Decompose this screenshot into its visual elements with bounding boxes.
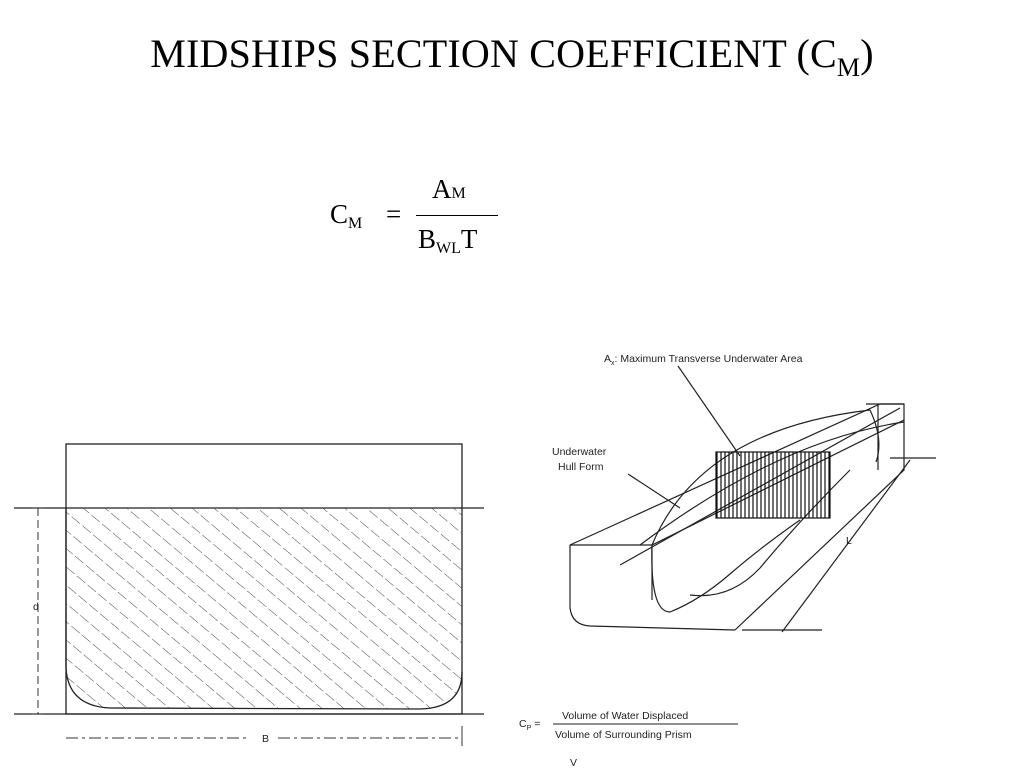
formula-numerator: AM bbox=[432, 174, 466, 205]
formula-equals: = bbox=[386, 199, 402, 229]
breadth-label: B bbox=[262, 733, 269, 745]
depth-label: d bbox=[33, 601, 39, 613]
cp-denominator: Volume of Surrounding Prism bbox=[555, 729, 692, 741]
cp-equals: = bbox=[534, 718, 540, 730]
hull-bilge-curve bbox=[651, 519, 801, 613]
formula-lhs-subscript: M bbox=[348, 215, 363, 232]
submerged-area-hatching bbox=[66, 508, 462, 709]
area-label: Ax: Maximum Transverse Underwater Area bbox=[604, 353, 803, 367]
area-label-symbol: A bbox=[604, 353, 611, 365]
formula-denominator-b: B bbox=[418, 224, 437, 254]
hull-label-line2: Hull Form bbox=[558, 461, 604, 473]
formula-lhs-symbol: C bbox=[330, 199, 349, 229]
formula-denominator-subscript: WL bbox=[436, 240, 461, 257]
cp-lhs-subscript: P bbox=[527, 725, 532, 732]
title-close: ) bbox=[860, 31, 874, 76]
cp-lhs: CP= bbox=[519, 718, 540, 732]
midship-area-hatching bbox=[715, 451, 831, 519]
formula-fraction-bar bbox=[416, 215, 498, 216]
formula-numerator-symbol: A bbox=[432, 174, 452, 204]
area-label-text: : Maximum Transverse Underwater Area bbox=[615, 353, 803, 365]
length-dimension-line bbox=[781, 459, 911, 633]
cp-lhs-symbol: C bbox=[519, 718, 527, 730]
title-main: MIDSHIPS SECTION COEFFICIENT (C bbox=[150, 31, 837, 76]
hull-deck-curve bbox=[651, 409, 880, 546]
formula-denominator: BWLT bbox=[418, 224, 477, 258]
cp-next-line: V bbox=[570, 757, 577, 768]
cp-numerator: Volume of Water Displaced bbox=[562, 710, 688, 722]
prismatic-coefficient-formula: CP= Volume of Water Displaced Volume of … bbox=[519, 710, 738, 768]
area-label-subscript: x bbox=[611, 360, 615, 367]
slide-title: MIDSHIPS SECTION COEFFICIENT (CM) bbox=[0, 30, 1024, 83]
prism-front-bottom bbox=[569, 545, 736, 631]
title-subscript: M bbox=[836, 53, 861, 82]
area-label-leader bbox=[677, 365, 741, 457]
hull-label-line1: Underwater bbox=[552, 446, 607, 458]
hull-isometric-diagram bbox=[569, 365, 936, 633]
formula-numerator-subscript: M bbox=[451, 185, 466, 202]
midship-coefficient-formula: CM = AM BWLT bbox=[330, 172, 510, 272]
formula-denominator-t: T bbox=[460, 224, 478, 254]
formula-lhs: CM bbox=[330, 199, 362, 233]
length-label: L bbox=[846, 535, 852, 547]
midship-section-diagram: d B bbox=[14, 443, 484, 746]
hull-label-leader bbox=[627, 473, 681, 509]
hull-section-outline bbox=[65, 508, 463, 710]
